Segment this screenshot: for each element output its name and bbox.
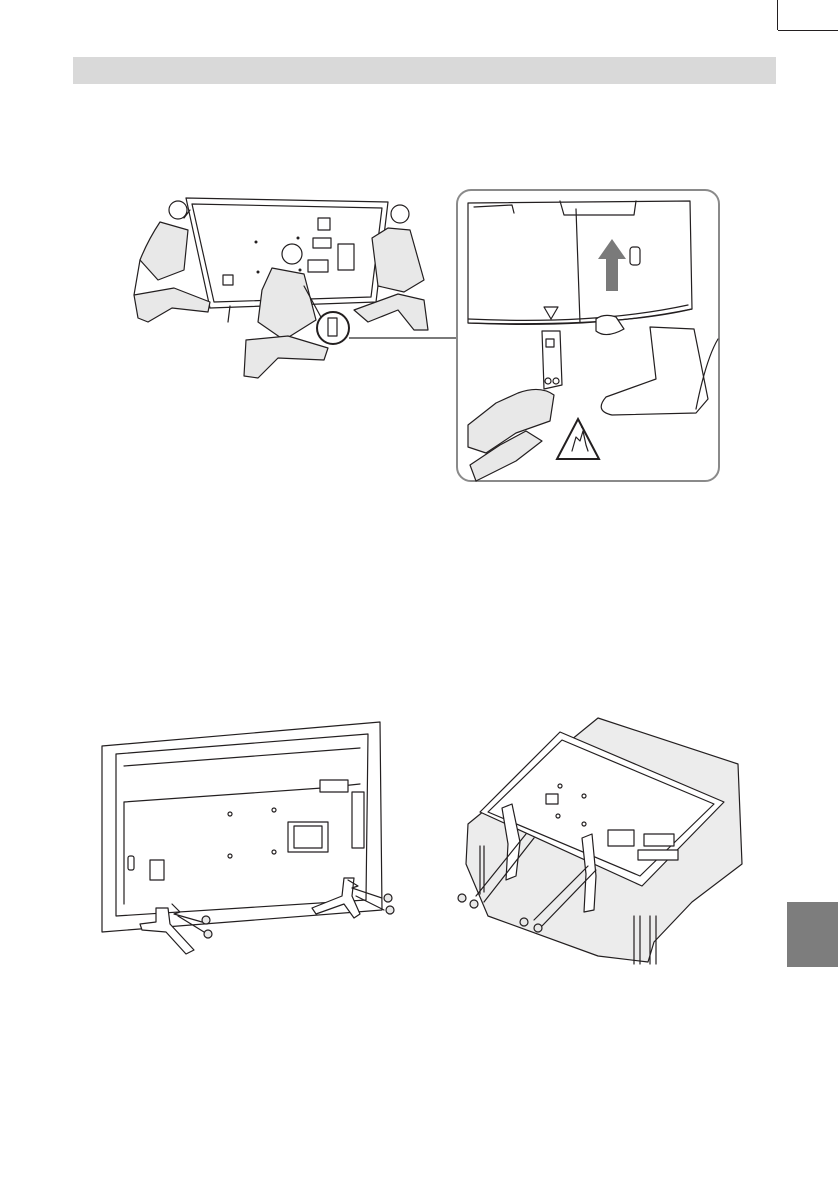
section-side-tab bbox=[787, 902, 838, 967]
crop-mark-vertical bbox=[777, 0, 778, 30]
people-lifting-tv-illustration bbox=[128, 190, 448, 385]
stand-attach-standing-illustration bbox=[98, 718, 408, 958]
stand-attach-on-table-illustration bbox=[448, 716, 748, 966]
section-header-bar bbox=[73, 57, 776, 84]
stand-removal-closeup-illustration bbox=[456, 189, 720, 482]
crop-mark-horizontal bbox=[778, 30, 838, 31]
